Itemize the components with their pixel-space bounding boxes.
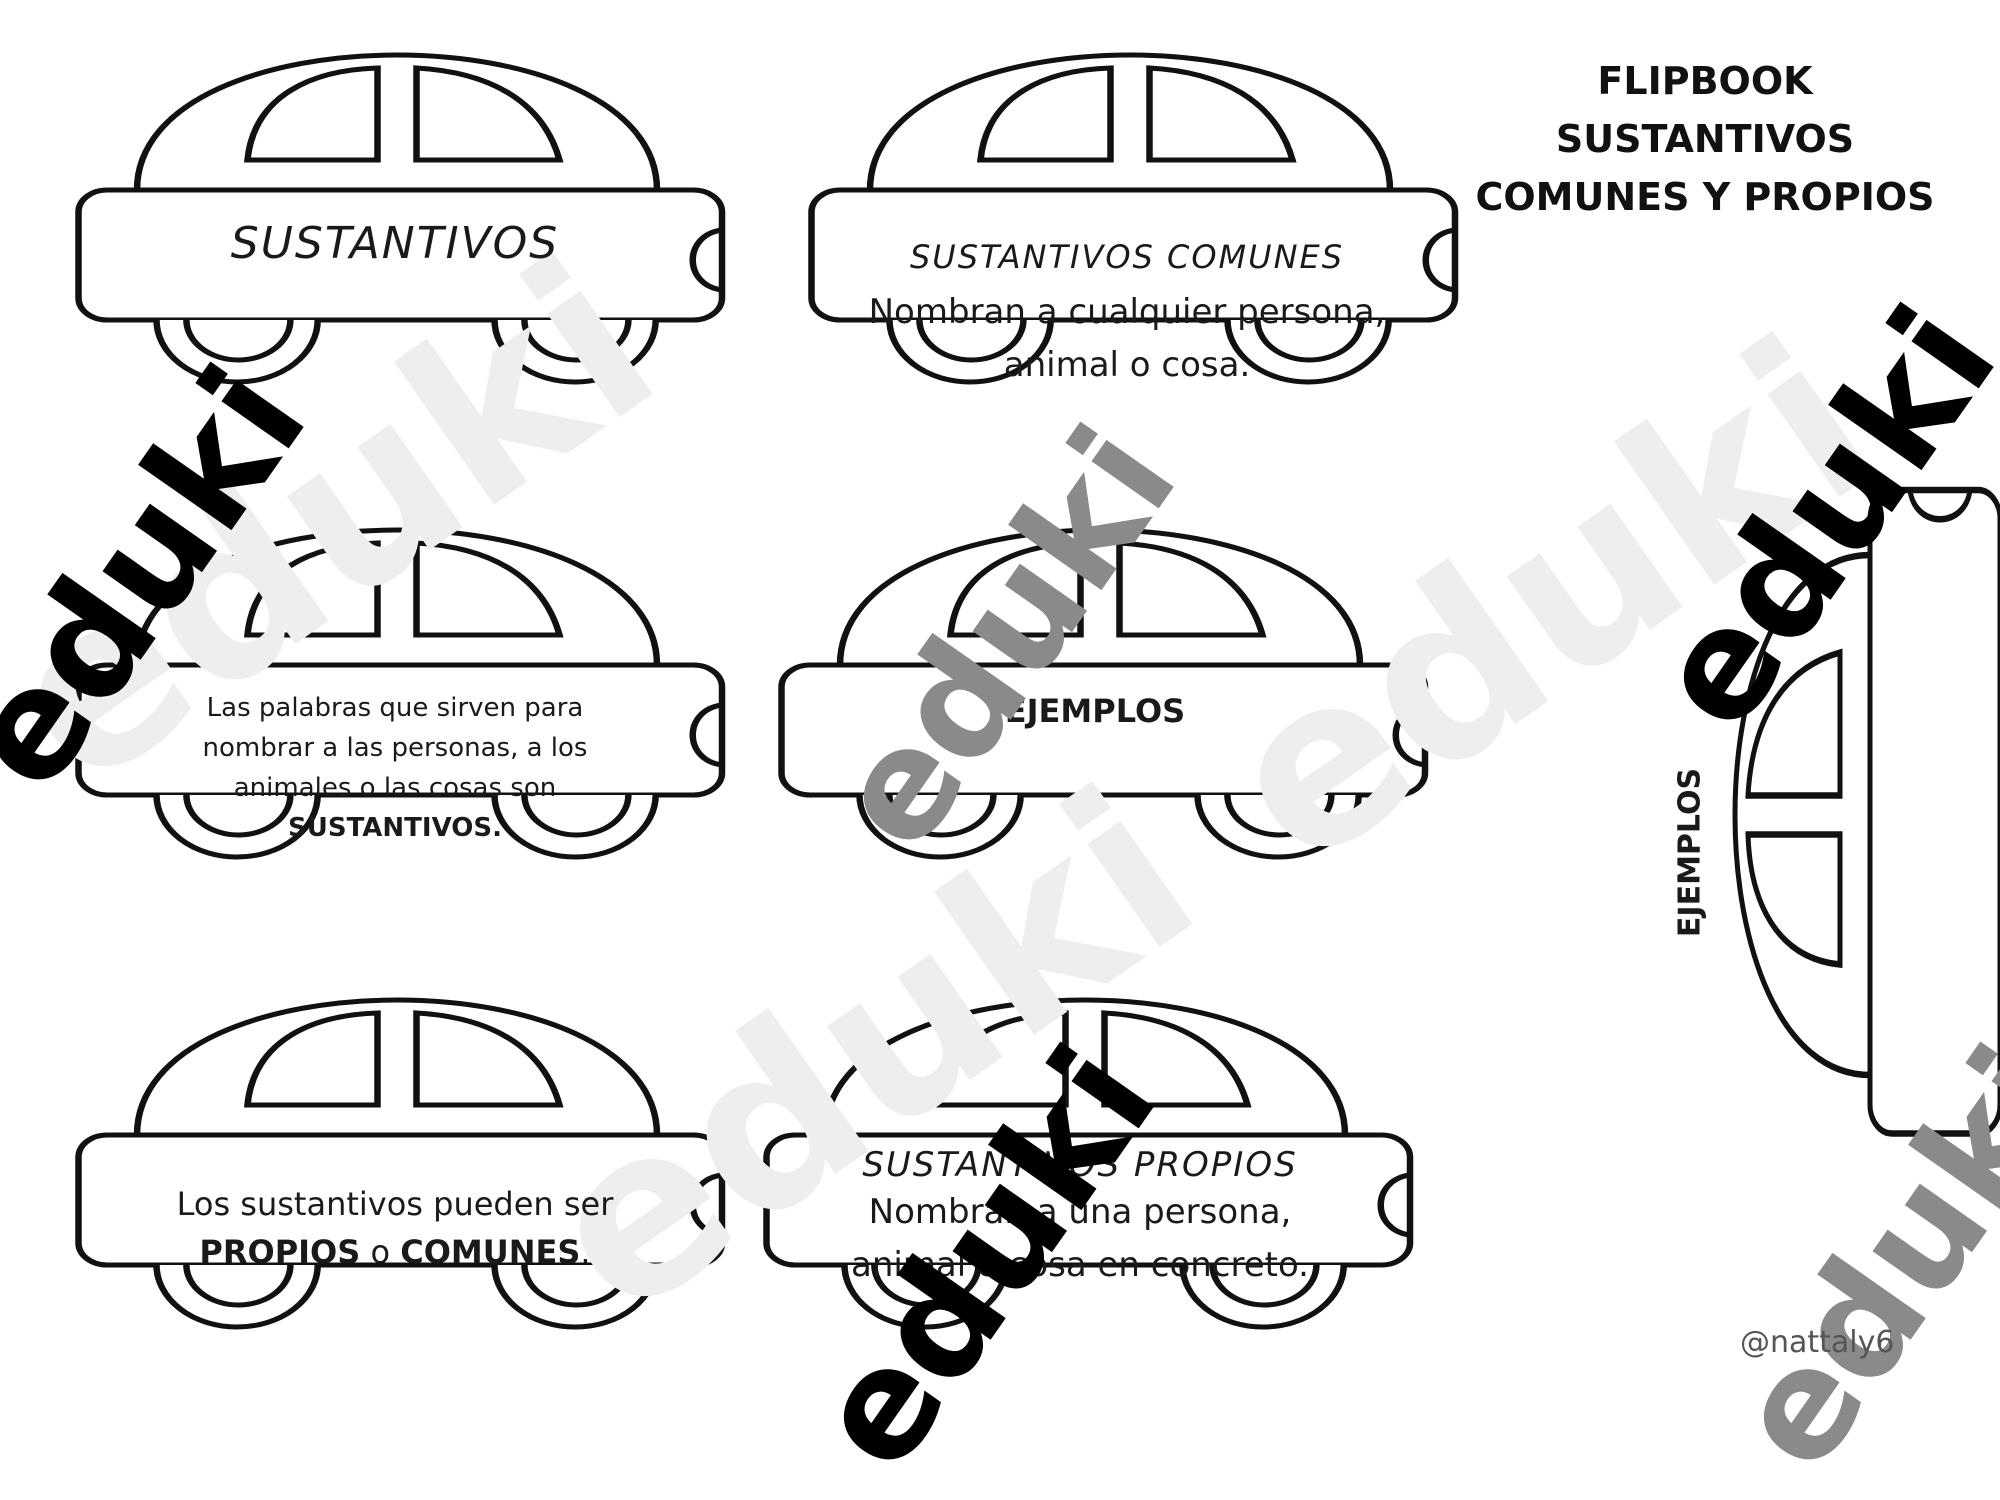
car-card-2: [812, 55, 1456, 382]
card-2-line-1: Nombran a cualquier persona,: [868, 292, 1386, 332]
card-2-heading: SUSTANTIVOS COMUNES: [909, 238, 1345, 276]
card-2-line-2: animal o cosa.: [1003, 345, 1251, 385]
card-4-heading: EJEMPLOS: [1004, 692, 1186, 730]
card-6-line-2: animal o cosa en concreto.: [850, 1245, 1309, 1285]
card-3-text: Las palabras que sirven para nombrar a l…: [202, 693, 588, 843]
page-title: FLIPBOOK SUSTANTIVOS COMUNES Y PROPIOS: [1475, 59, 1935, 219]
card-6-heading: SUSTANTIVOS PROPIOS: [862, 1145, 1298, 1185]
card-6-line-1: Nombran a una persona,: [868, 1192, 1292, 1232]
card-1-heading: SUSTANTIVOS: [230, 218, 560, 269]
card-5-text: Los sustantivos pueden ser PROPIOS o COM…: [176, 1185, 614, 1271]
card-7-heading: EJEMPLOS: [1672, 767, 1708, 938]
author-credit: @nattaly6: [1740, 1325, 1895, 1360]
